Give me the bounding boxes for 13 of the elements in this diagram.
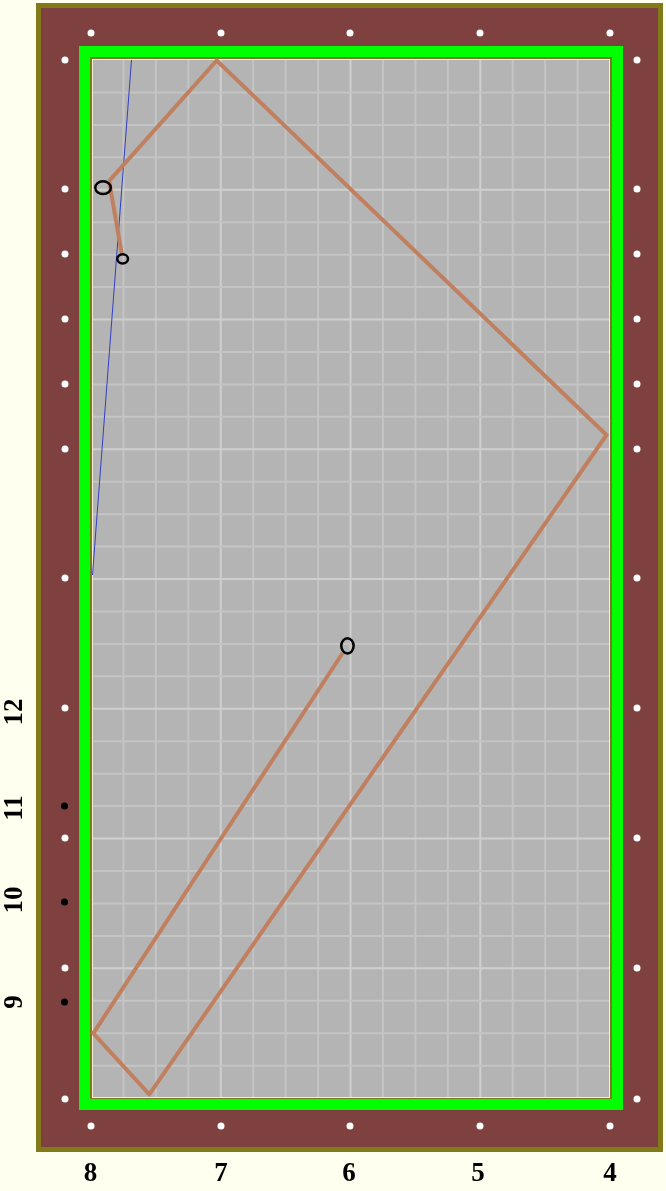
diamond-number: 6	[342, 1158, 356, 1186]
diamond-number: 8	[83, 1158, 98, 1186]
diamond-number: 9	[0, 995, 27, 1009]
diamond-number: 12	[0, 698, 27, 726]
ball-icon	[94, 179, 113, 196]
ball-icon	[115, 253, 130, 266]
diamond-number: 10	[0, 886, 27, 914]
diamond-number: 4	[603, 1158, 617, 1186]
diamond-number: 11	[0, 795, 27, 821]
ball-icon	[339, 637, 355, 655]
diamond-number: 7	[214, 1158, 228, 1186]
diamond-number: 5	[471, 1158, 485, 1186]
ball-path-line	[107, 181, 124, 254]
